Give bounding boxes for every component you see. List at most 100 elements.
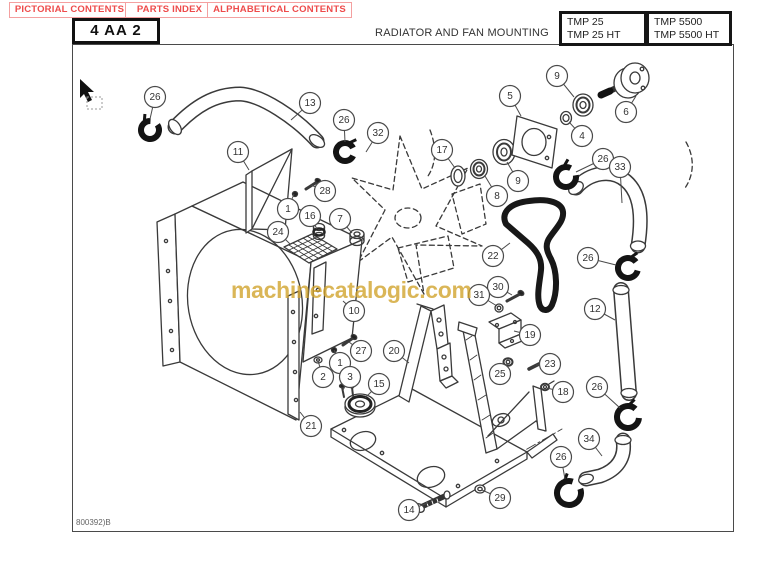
callout-18[interactable]: 18 (551, 380, 575, 404)
nav-alphabetical-contents[interactable]: ALPHABETICAL CONTENTS (207, 2, 352, 18)
section-code: 4 AA 2 (72, 18, 160, 44)
svg-text:26: 26 (582, 253, 594, 264)
callout-29[interactable]: 29 (488, 486, 512, 510)
callout-30[interactable]: 30 (486, 275, 510, 299)
hose-clamp (333, 138, 357, 164)
svg-text:20: 20 (388, 346, 400, 357)
svg-text:3: 3 (347, 372, 353, 383)
svg-text:32: 32 (372, 128, 384, 139)
svg-text:17: 17 (436, 145, 448, 156)
callout-1[interactable]: 1 (276, 197, 300, 221)
svg-text:19: 19 (524, 330, 536, 341)
callout-26[interactable]: 26 (143, 85, 167, 109)
model-line: TMP 5500 (654, 16, 703, 28)
svg-text:12: 12 (589, 304, 601, 315)
callout-20[interactable]: 20 (382, 339, 406, 363)
model-line: TMP 5500 HT (654, 29, 720, 41)
mouse-cursor (80, 79, 103, 110)
callout-32[interactable]: 32 (366, 121, 390, 145)
callout-19[interactable]: 19 (518, 323, 542, 347)
callout-13[interactable]: 13 (298, 91, 322, 115)
callout-27[interactable]: 27 (349, 339, 373, 363)
fastener-spacer-16 (312, 222, 326, 241)
callout-9[interactable]: 9 (545, 64, 569, 88)
callout-31[interactable]: 31 (467, 283, 491, 307)
model-box-tmp5500: TMP 5500 TMP 5500 HT (646, 11, 732, 46)
callout-12[interactable]: 12 (583, 297, 607, 321)
callout-8[interactable]: 8 (485, 184, 509, 208)
callout-33[interactable]: 33 (608, 155, 632, 179)
svg-text:21: 21 (305, 421, 317, 432)
callout-11[interactable]: 11 (226, 140, 250, 164)
figure-code: 800392)B (76, 518, 111, 527)
svg-text:26: 26 (591, 382, 603, 393)
callout-5[interactable]: 5 (498, 84, 522, 108)
svg-text:27: 27 (355, 346, 367, 357)
callout-21[interactable]: 21 (299, 414, 323, 438)
svg-text:25: 25 (494, 369, 506, 380)
callout-26[interactable]: 26 (549, 445, 573, 469)
page-title: RADIATOR AND FAN MOUNTING (375, 27, 549, 39)
elbow-hose-upper (568, 166, 648, 254)
fastener-cluster-1-2-3-27 (313, 333, 358, 398)
svg-text:26: 26 (597, 154, 609, 165)
svg-text:26: 26 (149, 92, 161, 103)
callout-10[interactable]: 10 (342, 299, 366, 323)
svg-text:34: 34 (583, 434, 595, 445)
callout-26[interactable]: 26 (576, 246, 600, 270)
callout-9[interactable]: 9 (506, 169, 530, 193)
callout-34[interactable]: 34 (577, 427, 601, 451)
fastener-bolt-30-washer-31 (494, 289, 525, 313)
svg-text:9: 9 (554, 71, 560, 82)
callout-26[interactable]: 26 (332, 108, 356, 132)
svg-text:15: 15 (373, 379, 385, 390)
svg-text:30: 30 (492, 282, 504, 293)
watermark-text: machinecatalogic.com (231, 277, 472, 303)
callout-26[interactable]: 26 (591, 147, 615, 171)
callout-3[interactable]: 3 (338, 365, 362, 389)
callout-25[interactable]: 25 (488, 362, 512, 386)
svg-text:11: 11 (233, 147, 244, 158)
svg-text:14: 14 (403, 505, 415, 516)
hose-clamp (138, 113, 162, 142)
svg-text:1: 1 (337, 358, 343, 369)
model-box-tmp25: TMP 25 TMP 25 HT (559, 11, 647, 46)
svg-text:29: 29 (494, 493, 506, 504)
svg-text:22: 22 (487, 251, 499, 262)
svg-text:33: 33 (614, 162, 626, 173)
elbow-hose-lower (578, 432, 632, 487)
callout-7[interactable]: 7 (328, 207, 352, 231)
fan-pulley-group (450, 62, 650, 187)
svg-text:7: 7 (337, 214, 343, 225)
callout-6[interactable]: 6 (614, 100, 638, 124)
svg-text:23: 23 (544, 359, 556, 370)
callout-15[interactable]: 15 (367, 372, 391, 396)
bearing-plate (511, 115, 558, 169)
svg-text:8: 8 (494, 191, 500, 202)
callout-2[interactable]: 2 (311, 365, 335, 389)
svg-text:13: 13 (304, 98, 316, 109)
model-line: TMP 25 HT (567, 29, 621, 41)
callout-22[interactable]: 22 (481, 244, 505, 268)
callout-28[interactable]: 28 (313, 179, 337, 203)
callout-17[interactable]: 17 (430, 138, 454, 162)
fastener-nut-7 (349, 228, 365, 247)
callout-4[interactable]: 4 (570, 124, 594, 148)
support-bracket (488, 312, 528, 349)
svg-text:1: 1 (285, 204, 291, 215)
callout-14[interactable]: 14 (397, 498, 421, 522)
svg-text:10: 10 (348, 306, 360, 317)
svg-text:26: 26 (338, 115, 350, 126)
fastener-nut-18 (540, 380, 555, 392)
callout-16[interactable]: 16 (298, 204, 322, 228)
callout-26[interactable]: 26 (585, 375, 609, 399)
callout-23[interactable]: 23 (538, 352, 562, 376)
grille-mesh (283, 233, 338, 264)
svg-text:24: 24 (272, 227, 284, 238)
svg-text:5: 5 (507, 91, 513, 102)
callout-24[interactable]: 24 (266, 220, 290, 244)
fan-belt (501, 197, 567, 313)
hose-clamp (553, 158, 579, 190)
svg-text:31: 31 (473, 290, 485, 301)
